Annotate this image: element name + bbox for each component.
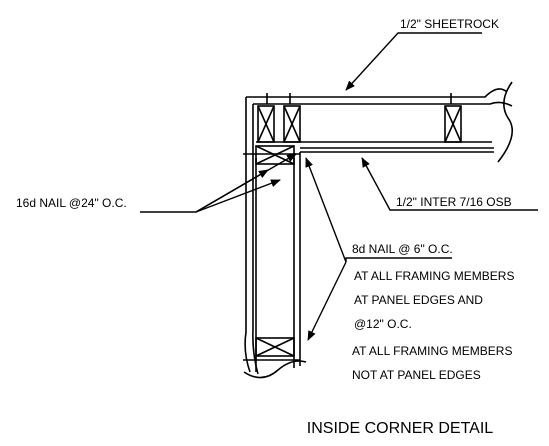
sheetrock-label: 1/2" SHEETROCK (400, 17, 499, 31)
corner-tick-3 (266, 93, 452, 104)
horizontal-wall-face-2 (253, 101, 513, 107)
note-line-4: AT ALL FRAMING MEMBERS (352, 344, 512, 358)
horizontal-break-line (497, 81, 514, 163)
stud-block-2 (283, 105, 301, 143)
vertical-break-line (243, 360, 307, 379)
sheetrock-leader (345, 32, 482, 91)
detail-title: INSIDE CORNER DETAIL (307, 420, 494, 437)
corner-stud-x (255, 145, 295, 165)
nail-16d-leader-2 (195, 179, 281, 213)
nail-8d-label: 8d NAIL @ 6" O.C. (352, 242, 453, 256)
nail-8d-leader-1 (305, 157, 347, 263)
note-line-5: NOT AT PANEL EDGES (352, 368, 481, 382)
bottom-stud-x (255, 337, 295, 357)
stud-block-1 (257, 105, 275, 143)
stud-block-3-x (444, 105, 462, 143)
note-line-3: @12" O.C. (354, 317, 412, 331)
note-line-1: AT ALL FRAMING MEMBERS (354, 269, 514, 283)
nail-8d-leader-2 (307, 261, 347, 341)
stud-block-2-x (283, 105, 301, 143)
note-line-2: AT PANEL EDGES AND (354, 293, 483, 307)
osb-leader (361, 157, 538, 211)
horizontal-wall-top-face (246, 88, 508, 98)
bottom-stud (255, 337, 295, 357)
vertical-wall-outer-face (244, 97, 251, 373)
nail-16d-leader-1 (140, 169, 269, 213)
stud-block-1-x (257, 105, 275, 143)
vertical-wall-face-2 (252, 104, 259, 375)
nail-16d-leader-3 (195, 153, 297, 213)
stud-block-3 (444, 105, 462, 143)
osb-label: 1/2" INTER 7/16 OSB (396, 195, 512, 209)
nail-16d-label: 16d NAIL @24" O.C. (16, 196, 127, 210)
nail-8d-underline (345, 257, 452, 262)
